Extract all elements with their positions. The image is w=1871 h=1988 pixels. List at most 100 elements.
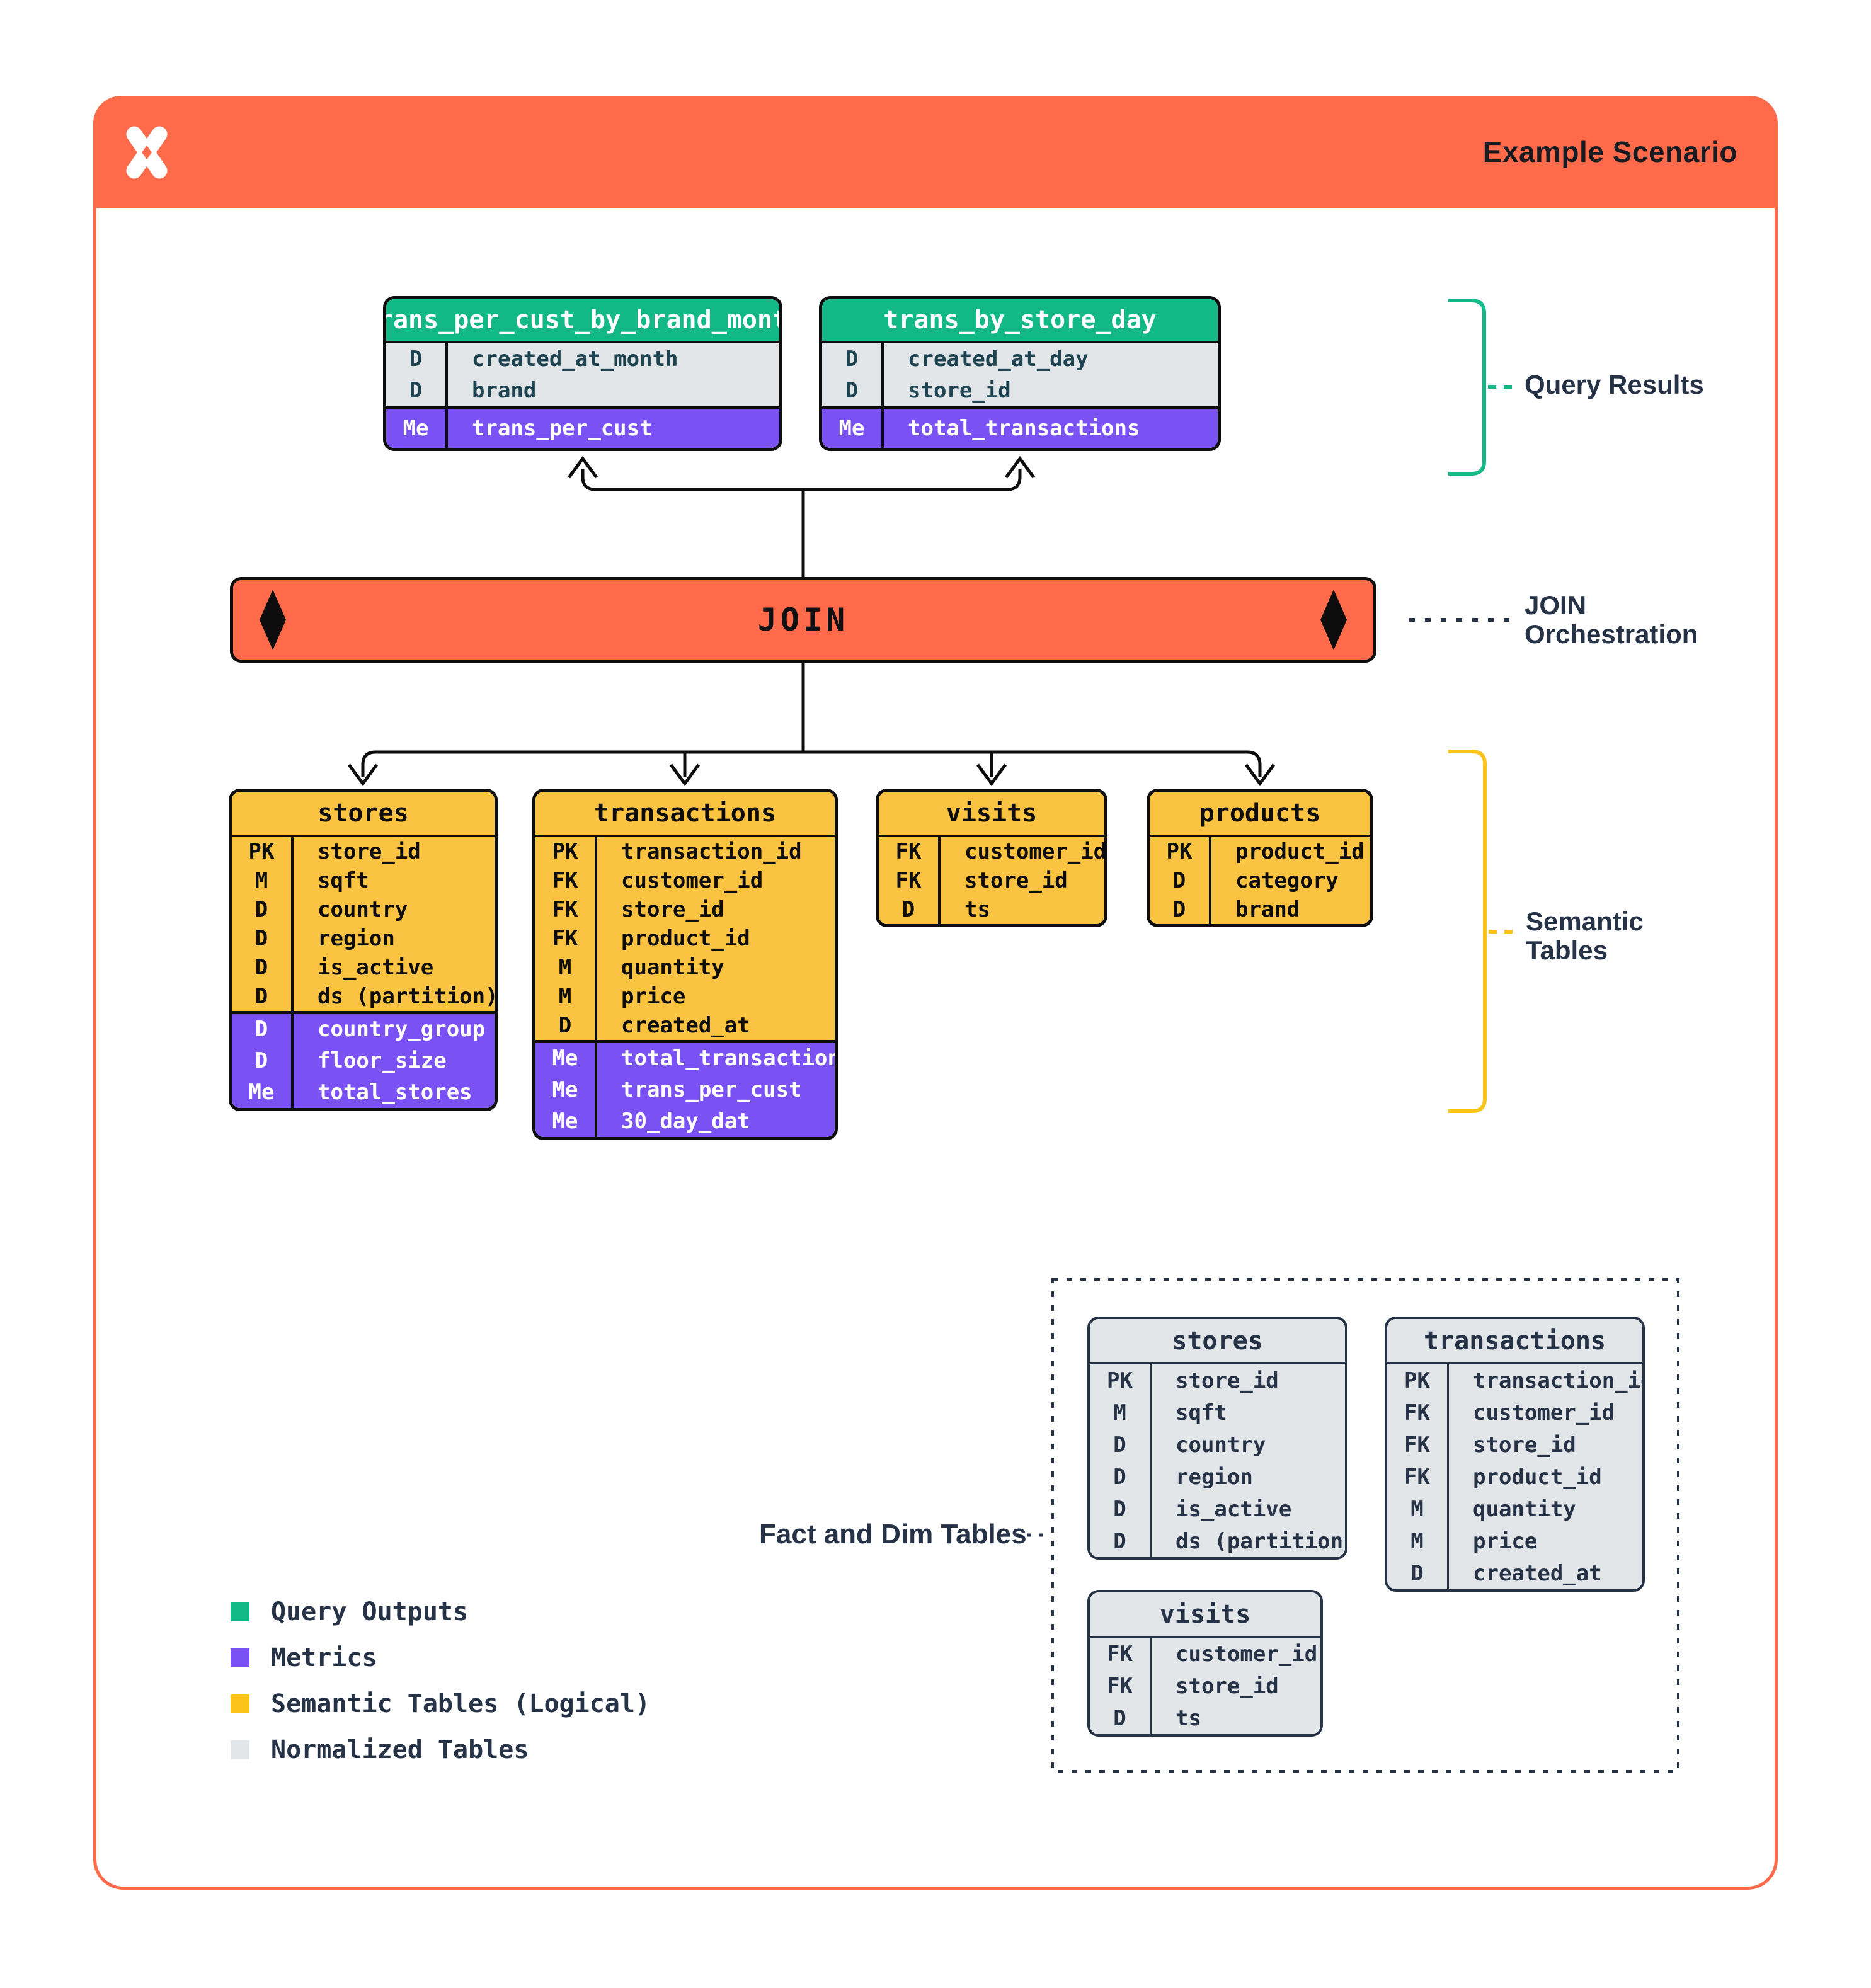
field-name: ds (partition) — [318, 984, 498, 1009]
legend-label: Metrics — [271, 1643, 377, 1672]
field-name: created_at_month — [472, 346, 678, 372]
field-key-badge: PK — [232, 837, 294, 866]
field-key-badge: D — [232, 1014, 294, 1045]
field-name: price — [1473, 1528, 1538, 1554]
table-title: visits — [879, 792, 1104, 837]
field-key-badge: FK — [879, 866, 941, 895]
field-key-badge: PK — [1387, 1364, 1449, 1397]
field-key-badge: FK — [1387, 1429, 1449, 1461]
field-key-badge: Me — [822, 409, 884, 448]
field-name: store_id — [318, 839, 421, 864]
field-name: is_active — [1176, 1496, 1292, 1522]
field-key-badge: D — [1090, 1702, 1152, 1734]
field-name: store_id — [1176, 1673, 1279, 1699]
field-row: FK store_id — [879, 866, 1104, 895]
query-results-label: Query Results — [1525, 370, 1704, 399]
field-row: Me total_transactions — [822, 409, 1218, 448]
diamond-icon — [1320, 590, 1347, 650]
field-name: ts — [1176, 1705, 1201, 1731]
field-key-badge: Me — [535, 1043, 597, 1074]
field-key-badge: D — [232, 924, 294, 953]
table-title: transactions — [1387, 1319, 1642, 1364]
page-title: Example Scenario — [1482, 135, 1737, 168]
field-name: total_stores — [318, 1080, 472, 1105]
field-name: is_active — [318, 955, 434, 980]
legend-swatch — [231, 1602, 249, 1621]
field-name: product_id — [1235, 839, 1365, 864]
field-name: total_transactions — [621, 1046, 838, 1071]
table-title: trans_per_cust_by_brand_month — [386, 299, 779, 343]
table-title: transactions — [535, 792, 835, 837]
field-key-badge: FK — [535, 895, 597, 924]
field-key-badge: FK — [1090, 1670, 1152, 1702]
legend-label: Query Outputs — [271, 1597, 469, 1626]
legend-swatch — [231, 1648, 249, 1667]
field-key-badge: D — [879, 895, 941, 924]
field-row: FK product_id — [1387, 1461, 1642, 1493]
field-name: trans_per_cust — [472, 416, 653, 441]
field-name: ts — [964, 897, 990, 922]
table-title: products — [1150, 792, 1370, 837]
field-name: quantity — [1473, 1496, 1576, 1522]
field-name: store_id — [964, 868, 1068, 893]
field-key-badge: Me — [386, 409, 448, 448]
legend-item: Normalized Tables — [231, 1727, 650, 1773]
field-key-badge: D — [1090, 1493, 1152, 1525]
field-key-badge: D — [386, 375, 448, 406]
field-name: transaction_id — [1473, 1368, 1645, 1393]
table-title: visits — [1090, 1592, 1320, 1638]
field-key-badge: M — [1387, 1525, 1449, 1557]
field-key-badge: FK — [535, 866, 597, 895]
field-name: country_group — [318, 1017, 486, 1042]
field-row: Me total_transactions — [535, 1043, 835, 1074]
field-name: brand — [1235, 897, 1300, 922]
table-title: stores — [1090, 1319, 1345, 1364]
field-name: store_id — [1176, 1368, 1279, 1393]
table-title: stores — [232, 792, 495, 837]
field-key-badge: PK — [1090, 1364, 1152, 1397]
field-name: price — [621, 984, 686, 1009]
field-row: FK store_id — [1090, 1670, 1320, 1702]
field-key-badge: FK — [1387, 1461, 1449, 1493]
field-key-badge: D — [1387, 1557, 1449, 1589]
field-name: product_id — [1473, 1464, 1602, 1490]
join-label: JOIN — [757, 602, 849, 638]
field-name: total_transactions — [908, 416, 1140, 441]
field-key-badge: D — [232, 982, 294, 1011]
field-key-badge: D — [232, 895, 294, 924]
field-key-badge: FK — [1387, 1397, 1449, 1429]
field-name: 30_day_dat — [621, 1109, 750, 1134]
field-key-badge: D — [1090, 1429, 1152, 1461]
